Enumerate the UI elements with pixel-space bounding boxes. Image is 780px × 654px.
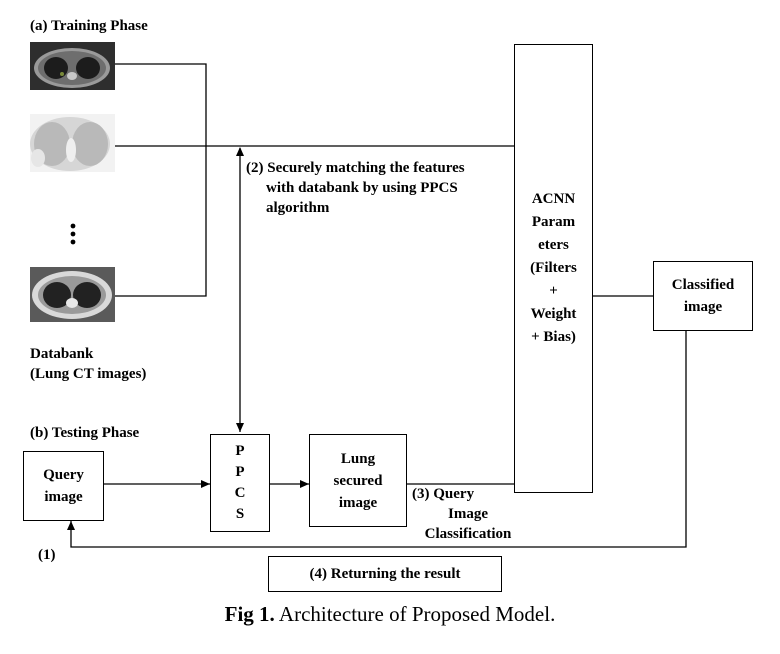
returning-result-box: (4) Returning the result bbox=[268, 556, 502, 592]
figure-caption: Fig 1. Architecture of Proposed Model. bbox=[0, 601, 780, 627]
training-phase-label: (a) Training Phase bbox=[30, 18, 148, 34]
return-result-arrow bbox=[67, 331, 687, 548]
ppcs-box: P P C S bbox=[210, 434, 270, 532]
databank-label: Databank (Lung CT images) bbox=[30, 346, 147, 382]
lung-secured-image-box: Lung secured image bbox=[309, 434, 407, 527]
acnn-parameters-box: ACNN Param eters (Filters + Weight + Bia… bbox=[514, 44, 593, 493]
classified-image-box: Classified image bbox=[653, 261, 753, 331]
step1-label: (1) bbox=[38, 547, 56, 563]
testing-phase-label: (b) Testing Phase bbox=[30, 425, 140, 441]
lung-ct-image-1 bbox=[30, 42, 115, 90]
training-image1-connector bbox=[115, 63, 207, 297]
lung-ct-image-2 bbox=[30, 114, 115, 172]
ellipsis-dots bbox=[70, 223, 76, 245]
caption-text: Architecture of Proposed Model. bbox=[274, 602, 556, 626]
caption-number: Fig 1. bbox=[224, 602, 275, 626]
step3-label: (3) Query Image Classification bbox=[412, 486, 512, 542]
step2-label: (2) Securely matching the features with … bbox=[246, 160, 465, 216]
query-image-box: Query image bbox=[23, 451, 104, 521]
lung-ct-image-3 bbox=[30, 267, 115, 322]
